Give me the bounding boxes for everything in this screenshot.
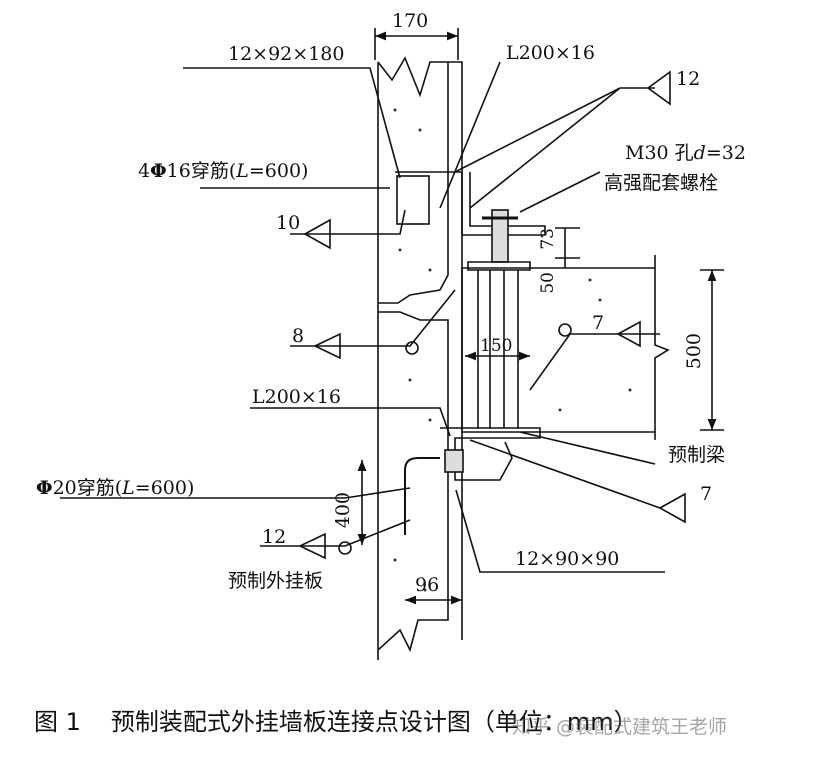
rebar-20-label: Φ20穿筋(L=600): [36, 477, 195, 499]
dim-73-label: 73: [538, 228, 558, 250]
top-embed-plate: [396, 175, 430, 225]
weld-12-top-label: 12: [676, 68, 701, 90]
precast-beam: [461, 255, 670, 440]
bottom-bolt: [444, 449, 464, 473]
top-angle: [395, 171, 546, 236]
concrete-hatch: [393, 108, 632, 592]
rebar-grade-icon: Φ: [150, 160, 167, 182]
weld-8-label: 8: [292, 325, 305, 347]
bottom-angle-label: L200×16: [252, 386, 341, 408]
figure-number: 图 1: [34, 708, 81, 736]
hooked-rebar: [404, 457, 440, 535]
figure-title: 预制装配式外挂墙板连接点设计图（单位：mm）: [110, 708, 638, 736]
top-plate-label: 12×92×180: [228, 43, 345, 65]
top-angle-label: L200×16: [506, 42, 595, 64]
dim-500-label: 500: [683, 333, 705, 370]
dim-400-label: 400: [332, 492, 354, 529]
bolt-type-label: 高强配套螺栓: [604, 172, 719, 194]
rebar-grade-icon: Φ: [36, 477, 53, 499]
dim-50-label: 50: [538, 272, 558, 294]
dim-96-label: 96: [415, 574, 440, 596]
precast-beam-label: 预制梁: [668, 444, 726, 466]
weld-7-bottom-label: 7: [700, 483, 713, 505]
dim-170-label: 170: [392, 10, 429, 32]
weld-10-label: 10: [276, 212, 301, 234]
dim-150-label: 150: [480, 336, 513, 356]
figure-caption: 图 1 预制装配式外挂墙板连接点设计图（单位：mm）: [34, 702, 638, 737]
connection-detail-drawing: [60, 28, 724, 660]
precast-panel-label: 预制外挂板: [228, 570, 324, 592]
bolt-spec-label: M30 孔d=32: [625, 142, 746, 164]
weld-12-bottom-label: 12: [262, 526, 287, 548]
weld-7-mid-label: 7: [592, 312, 605, 334]
watermark: 知乎 @装配式建筑王老师: [512, 716, 728, 738]
rebar-16-label: 4Φ16穿筋(L=600): [138, 160, 309, 182]
bottom-plate-label: 12×90×90: [515, 548, 620, 570]
wall-panel-outline: [377, 56, 463, 660]
